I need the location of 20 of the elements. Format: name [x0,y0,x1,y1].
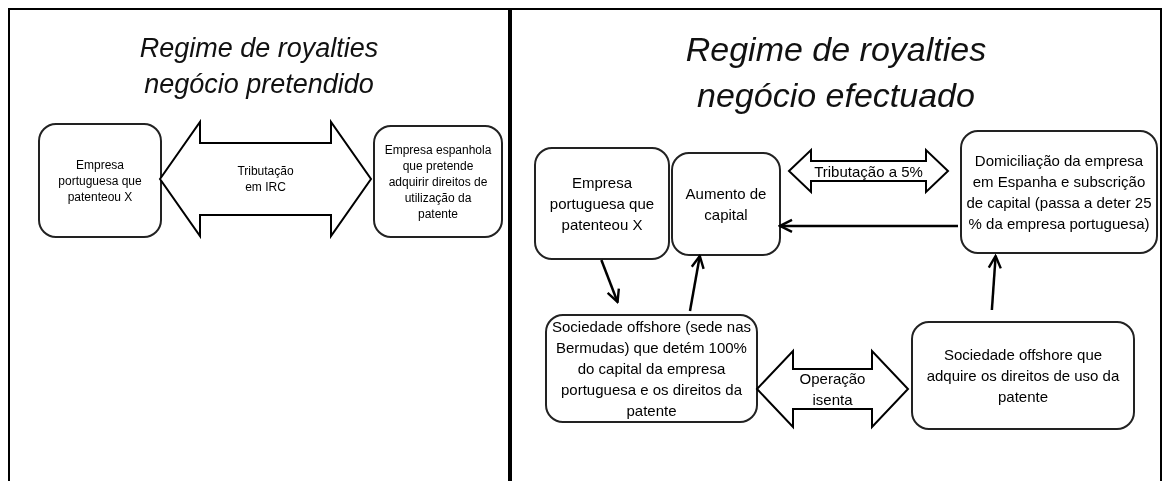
edge-label: Tributação em IRC [236,163,295,195]
block-arrow [158,118,373,240]
arrow [688,254,705,312]
block-arrow [787,147,950,195]
process-box: Empresa portuguesa que patenteou X [38,123,162,238]
table-panel [510,8,1162,481]
process-box: Sociedade offshore (sede nas Bermudas) que detém 100% do capital da empresa portuguesa e os direitos da patente [545,314,758,423]
arrow [778,218,958,234]
process-box: Sociedade offshore que adquire os direitos de uso da patente [911,321,1135,430]
process-box: Empresa portuguesa que patenteou X [534,147,670,260]
panel-title: Regime de royalties negócio pretendido [138,32,380,101]
block-arrow [755,348,910,430]
arrow [600,259,621,304]
process-box: Domiciliação da empresa em Espanha e subscrição de capital (passa a deter 25 % da empresa portuguesa) [960,130,1158,254]
panel-title: Regime de royalties negócio efectuado [684,29,988,116]
process-box: Empresa espanhola que pretende adquirir direitos de utilização da patente [373,125,503,238]
edge-label: Tributação a 5% [813,161,924,182]
process-box: Aumento de capital [671,152,781,256]
edge-label: Operação isenta [798,369,867,410]
arrow [987,254,1002,311]
